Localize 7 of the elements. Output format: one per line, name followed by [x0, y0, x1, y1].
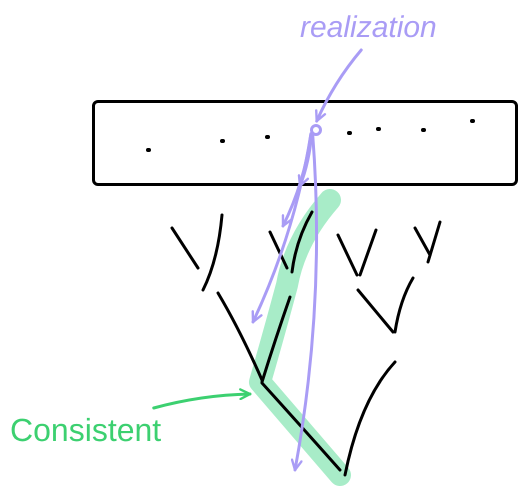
arrow [315, 48, 363, 123]
handwritten-label: realization [300, 13, 437, 43]
arrow [290, 132, 318, 472]
handwritten-label: Consistent [10, 414, 162, 446]
band-box [92, 100, 518, 186]
arrow [152, 388, 252, 410]
arrow [251, 132, 312, 324]
